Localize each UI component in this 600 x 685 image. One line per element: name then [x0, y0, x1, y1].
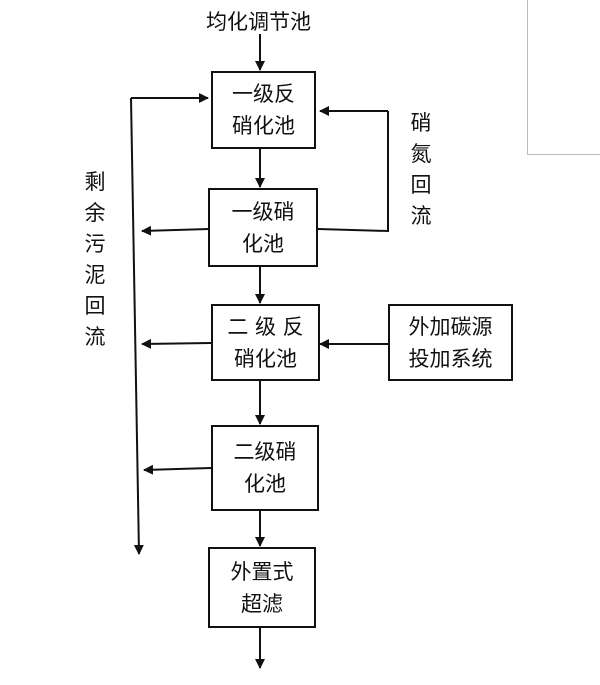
- corner-frame: [527, 0, 600, 155]
- node-primary-nitrification-text: 一级硝 化池: [231, 199, 295, 256]
- node-secondary-nitrification: 二级硝 化池: [211, 425, 319, 511]
- arrow-n2-sludge: [143, 464, 212, 475]
- node-external-ultrafiltration: 外置式 超滤: [208, 547, 316, 628]
- node-external-ultrafiltration-text: 外置式 超滤: [230, 559, 294, 616]
- arrow-a2-sludge: [141, 338, 212, 349]
- node-primary-denitrification: 一级反 硝化池: [211, 71, 316, 149]
- node-carbon-dosing-system: 外加碳源 投加系统: [388, 304, 513, 381]
- arrow-n1-sludge: [141, 225, 210, 236]
- input-label: 均化调节池: [206, 10, 311, 34]
- node-primary-denitrification-text: 一级反 硝化池: [232, 82, 295, 138]
- node-secondary-denitrification: 二 级 反 硝化池: [211, 304, 320, 381]
- node-secondary-denitrification-text: 二 级 反 硝化池: [227, 314, 304, 371]
- node-carbon-dosing-system-text: 外加碳源 投加系统: [408, 314, 493, 371]
- node-primary-nitrification: 一级硝 化池: [208, 188, 318, 267]
- label-sludge-return: 剩余污泥回流: [84, 170, 106, 349]
- nitrate-return-line: [317, 111, 389, 233]
- node-secondary-nitrification-text: 二级硝 化池: [233, 440, 297, 496]
- label-nitrate-return: 硝氮回流: [410, 111, 432, 228]
- sludge-return-vertical: [130, 97, 144, 555]
